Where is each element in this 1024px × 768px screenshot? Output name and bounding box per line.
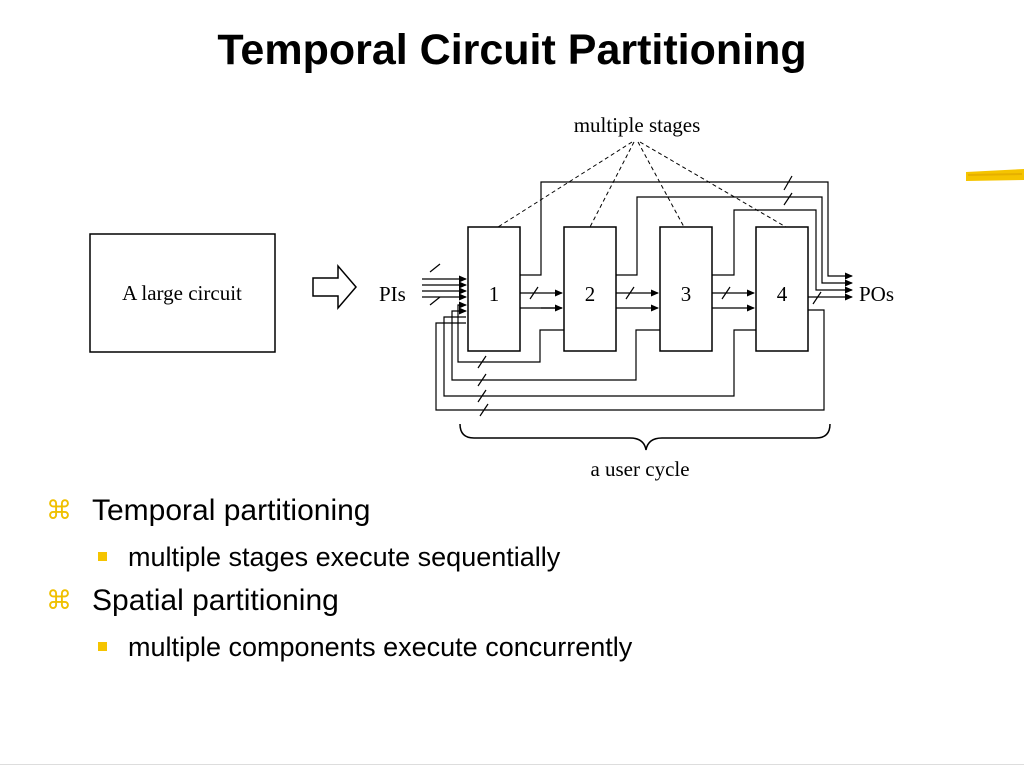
bullet-text: Temporal partitioning (92, 494, 371, 527)
bullet-list: ⌘ Temporal partitioning multiple stages … (0, 490, 1024, 680)
large-circuit-box (89, 233, 276, 353)
stage-label-1: 1 (489, 282, 500, 306)
stage-box-1 (467, 226, 521, 352)
sub-bullet-text: multiple components execute concurrently (128, 632, 633, 662)
highlighter-stroke-decoration (966, 169, 1024, 181)
feedback-loops (435, 301, 825, 417)
stage-box-2 (563, 226, 617, 352)
stage-box-3 (659, 226, 713, 352)
temporal-partitioning-diagram: A large circuit PIs POs multiple stages … (89, 113, 894, 481)
bullet-text: Spatial partitioning (92, 584, 339, 617)
primary-outputs-label: POs (859, 282, 894, 306)
primary-inputs-label: PIs (379, 282, 406, 306)
slide-title: Temporal Circuit Partitioning (217, 26, 807, 74)
large-circuit-label: A large circuit (122, 281, 242, 305)
stage-label-2: 2 (585, 282, 596, 306)
user-cycle-label: a user cycle (590, 457, 689, 481)
stage-label-3: 3 (681, 282, 692, 306)
user-cycle-brace (459, 423, 831, 451)
square-bullet-icon (98, 552, 107, 561)
command-key-bullet-icon: ⌘ (46, 586, 72, 616)
stage-box-4 (755, 226, 809, 352)
stage-pointer-lines (497, 141, 787, 228)
stage-label-4: 4 (777, 282, 788, 306)
output-bus (520, 175, 853, 305)
multiple-stages-label: multiple stages (574, 113, 701, 137)
footer-divider (0, 764, 1024, 765)
transform-arrow (312, 263, 357, 311)
input-bus (422, 263, 467, 306)
square-bullet-icon (98, 642, 107, 651)
stage-connections (520, 286, 755, 300)
sub-bullet-text: multiple stages execute sequentially (128, 542, 561, 572)
command-key-bullet-icon: ⌘ (46, 496, 72, 526)
